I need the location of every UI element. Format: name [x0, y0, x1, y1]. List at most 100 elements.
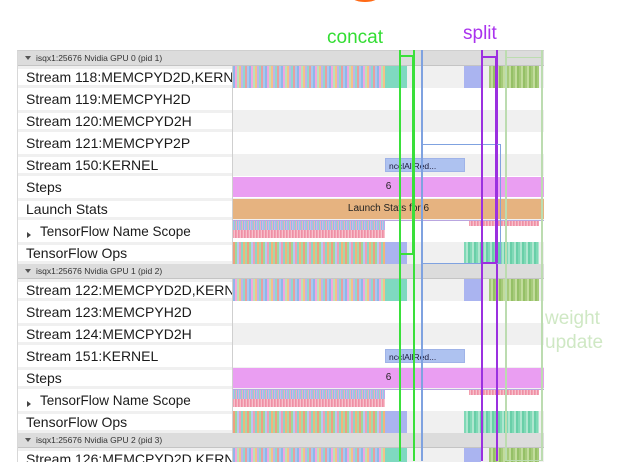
trace-segment[interactable] [233, 399, 385, 407]
trace-segment[interactable] [464, 448, 481, 462]
trace-track[interactable] [232, 220, 544, 242]
trace-segment[interactable] [489, 66, 539, 88]
trace-row-label-text: Stream 121:MEMCPYP2P [26, 135, 191, 151]
trace-track[interactable] [232, 323, 544, 345]
group-header-gpu-0[interactable]: isqx1:25676 Nvidia GPU 0 (pid 1) [18, 51, 544, 66]
trace-row[interactable]: Stream 124:MEMCPYD2H [18, 323, 544, 345]
trace-track[interactable]: ncclAllRed... [232, 345, 544, 367]
trace-segment[interactable] [464, 66, 481, 88]
trace-segment[interactable] [233, 242, 385, 264]
trace-segment[interactable] [233, 221, 385, 230]
trace-row[interactable]: Steps 6 [18, 367, 544, 389]
trace-segment[interactable] [233, 230, 385, 238]
trace-track[interactable] [232, 448, 544, 462]
trace-row[interactable]: Stream 121:MEMCPYP2P [18, 132, 544, 154]
trace-segment[interactable] [385, 279, 407, 301]
trace-track[interactable] [232, 88, 544, 110]
trace-row-label[interactable]: Stream 151:KERNEL [18, 348, 232, 364]
concat-line-right [413, 50, 415, 461]
trace-track[interactable] [232, 132, 544, 154]
trace-segment[interactable] [233, 177, 544, 197]
trace-row-label-text: TensorFlow Ops [26, 245, 128, 261]
trace-track[interactable] [232, 279, 544, 301]
trace-row-label[interactable]: Steps [18, 370, 232, 386]
trace-segment[interactable] [233, 390, 385, 399]
trace-segment[interactable] [233, 448, 385, 462]
trace-segment[interactable] [464, 411, 539, 433]
annotation-weight-update: weight update [545, 307, 603, 355]
trace-track[interactable] [232, 110, 544, 132]
nccl-allreduce-bar[interactable]: ncclAllRed... [385, 158, 465, 172]
trace-row-label[interactable]: Stream 126:MEMCPYD2D,KERNEL,MI [18, 451, 232, 462]
trace-row-label[interactable]: Stream 124:MEMCPYD2H [18, 326, 232, 342]
trace-row[interactable]: TensorFlow Ops [18, 242, 544, 264]
trace-segment[interactable] [385, 242, 407, 264]
trace-row-label-text: Steps [26, 370, 62, 386]
trace-row[interactable]: TensorFlow Name Scope [18, 389, 544, 411]
trace-segment[interactable] [233, 368, 544, 388]
trace-segment[interactable] [385, 448, 407, 462]
trace-segment[interactable] [464, 242, 539, 264]
trace-viewer-panel[interactable]: isqx1:25676 Nvidia GPU 0 (pid 1) Stream 1… [17, 50, 544, 462]
trace-row[interactable]: Stream 126:MEMCPYD2D,KERNEL,MI [18, 448, 544, 462]
trace-row[interactable]: Stream 150:KERNEL ncclAllRed... [18, 154, 544, 176]
trace-row-label[interactable]: TensorFlow Name Scope [18, 223, 232, 239]
trace-segment[interactable] [233, 279, 385, 301]
trace-row-label-text: TensorFlow Name Scope [40, 223, 191, 239]
chevron-right-icon[interactable] [27, 231, 31, 238]
chevron-right-icon[interactable] [27, 400, 31, 407]
trace-row-label[interactable]: Stream 120:MEMCPYD2H [18, 113, 232, 129]
trace-segment[interactable] [469, 390, 539, 395]
trace-row-label[interactable]: Stream 118:MEMCPYD2D,KERNEL,ME [18, 69, 232, 85]
trace-row[interactable]: Stream 123:MEMCPYH2D [18, 301, 544, 323]
trace-row[interactable]: Stream 118:MEMCPYD2D,KERNEL,ME [18, 66, 544, 88]
trace-row-label-text: Stream 120:MEMCPYD2H [26, 113, 192, 129]
trace-segment[interactable] [489, 279, 539, 301]
trace-segment[interactable] [233, 66, 385, 88]
trace-track[interactable]: 6 [232, 367, 544, 389]
trace-row-label[interactable]: TensorFlow Ops [18, 245, 232, 261]
trace-row-label[interactable]: Stream 121:MEMCPYP2P [18, 135, 232, 151]
trace-row-label[interactable]: TensorFlow Name Scope [18, 392, 232, 408]
trace-segment[interactable] [385, 411, 407, 433]
chevron-down-icon[interactable] [25, 438, 31, 442]
trace-segment[interactable] [233, 199, 544, 219]
group-header-gpu-1[interactable]: isqx1:25676 Nvidia GPU 1 (pid 2) [18, 264, 544, 279]
trace-segment[interactable] [489, 448, 539, 462]
split-line-right [496, 50, 498, 461]
trace-row[interactable]: Stream 120:MEMCPYD2H [18, 110, 544, 132]
trace-segment[interactable] [233, 411, 385, 433]
trace-row-label[interactable]: Launch Stats [18, 201, 232, 217]
trace-track[interactable] [232, 66, 544, 88]
trace-track[interactable]: Launch Stats for 6 [232, 198, 544, 220]
trace-row-label[interactable]: Stream 119:MEMCPYH2D [18, 91, 232, 107]
trace-segment[interactable] [385, 66, 407, 88]
trace-segment[interactable] [464, 279, 481, 301]
trace-row[interactable]: Stream 122:MEMCPYD2D,KERNEL,MI [18, 279, 544, 301]
trace-row-label[interactable]: Stream 123:MEMCPYH2D [18, 304, 232, 320]
group-header-gpu-2[interactable]: isqx1:25676 Nvidia GPU 2 (pid 3) [18, 433, 544, 448]
trace-row[interactable]: Stream 151:KERNEL ncclAllRed... [18, 345, 544, 367]
trace-row-label[interactable]: Steps [18, 179, 232, 195]
trace-track[interactable] [232, 389, 544, 411]
trace-row[interactable]: Launch Stats Launch Stats for 6 [18, 198, 544, 220]
trace-row[interactable]: TensorFlow Ops [18, 411, 544, 433]
chevron-down-icon[interactable] [25, 56, 31, 60]
trace-track[interactable] [232, 301, 544, 323]
trace-segment[interactable] [469, 221, 539, 226]
trace-row-label[interactable]: Stream 122:MEMCPYD2D,KERNEL,MI [18, 282, 232, 298]
trace-row-label-text: Stream 126:MEMCPYD2D,KERNEL,MI [26, 451, 232, 462]
nccl-allreduce-bar[interactable]: ncclAllRed... [385, 349, 465, 363]
trace-row-label[interactable]: TensorFlow Ops [18, 414, 232, 430]
trace-row-label[interactable]: Stream 150:KERNEL [18, 157, 232, 173]
group-header-label: isqx1:25676 Nvidia GPU 1 (pid 2) [36, 266, 163, 276]
launch-stats-bar-label: Launch Stats for 6 [347, 203, 430, 214]
trace-row[interactable]: Steps 6 [18, 176, 544, 198]
trace-row-label-text: Stream 122:MEMCPYD2D,KERNEL,MI [26, 282, 232, 298]
trace-row[interactable]: TensorFlow Name Scope [18, 220, 544, 242]
chevron-down-icon[interactable] [25, 269, 31, 273]
trace-row-label-text: Steps [26, 179, 62, 195]
namescope-rule [233, 389, 544, 390]
trace-track[interactable]: 6 [232, 176, 544, 198]
trace-row[interactable]: Stream 119:MEMCPYH2D [18, 88, 544, 110]
